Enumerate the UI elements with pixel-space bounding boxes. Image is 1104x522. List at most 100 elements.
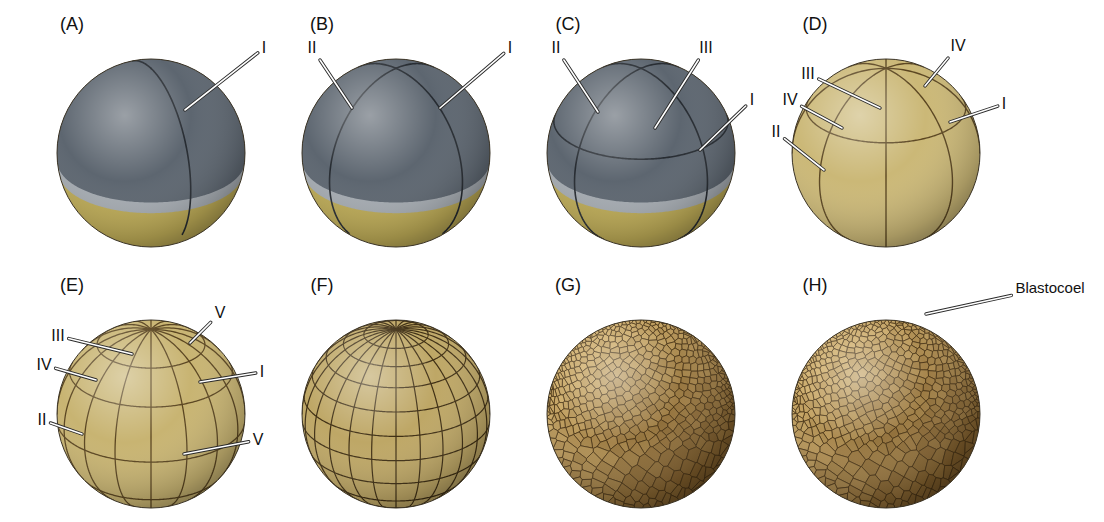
leader-line xyxy=(69,339,132,354)
embryo-sphere xyxy=(535,47,747,247)
blastomere xyxy=(710,322,738,357)
cleavage-number: III xyxy=(51,328,64,344)
cleavage-number: I xyxy=(1002,96,1006,112)
cleavage-number: I xyxy=(508,40,512,56)
embryo-surface xyxy=(57,320,245,508)
sphere-shading xyxy=(547,59,735,247)
stage-letter: (G) xyxy=(555,276,581,294)
sphere-outline xyxy=(792,320,980,508)
cleavage-number: II xyxy=(772,124,781,140)
blastomere xyxy=(945,317,982,348)
sphere-shading xyxy=(792,59,980,247)
leader-line xyxy=(320,60,352,108)
cleavage-number: V xyxy=(215,305,226,321)
leader-line-edge xyxy=(69,339,132,354)
blastomere xyxy=(959,339,983,360)
sphere-shading xyxy=(547,320,735,508)
blastomere xyxy=(798,317,827,344)
cleavage-number: IV xyxy=(36,357,51,373)
leader-line xyxy=(440,53,504,108)
leader-line xyxy=(56,368,96,380)
cleavage-number: III xyxy=(801,66,814,82)
leader-line xyxy=(950,106,998,122)
leader-line-edge xyxy=(56,368,96,380)
leader-line xyxy=(819,79,880,108)
blastomere xyxy=(544,345,565,366)
vegetal-hemisphere xyxy=(547,59,735,247)
leader-line xyxy=(802,106,842,128)
blastomere xyxy=(544,317,575,351)
stage-letter: (F) xyxy=(311,276,334,294)
blastomere xyxy=(544,329,569,359)
embryo-sphere xyxy=(57,320,245,508)
leader-line-edge xyxy=(802,106,842,128)
cleavage-number: III xyxy=(699,40,712,56)
leader-line xyxy=(190,322,211,343)
blastomere xyxy=(715,340,738,362)
leader-line-edge xyxy=(50,423,82,434)
blastomere xyxy=(701,317,734,347)
leader-line xyxy=(185,53,258,110)
cleavage-number: I xyxy=(260,364,264,380)
stage-letter: (E) xyxy=(60,276,84,294)
leader-line-edge xyxy=(200,373,256,382)
leader-line xyxy=(564,60,598,112)
blastomere xyxy=(569,317,590,338)
leader-line-edge xyxy=(700,106,746,150)
embryo-surface xyxy=(547,320,735,508)
leader-line xyxy=(200,373,256,382)
leader-line-edge xyxy=(320,60,352,108)
sphere-shading xyxy=(792,320,980,508)
stage-letter: (A) xyxy=(60,15,84,33)
leader-line xyxy=(926,295,1011,314)
cleavage-number: I xyxy=(750,92,754,108)
cleavage-number: IV xyxy=(950,38,965,54)
cleavage-number: I xyxy=(262,40,266,56)
cleavage-number: II xyxy=(308,40,317,56)
leader-line-edge xyxy=(925,58,948,86)
embryo-sphere xyxy=(544,317,738,511)
embryo-sphere xyxy=(302,320,490,508)
blastomere xyxy=(789,317,822,350)
leader-line xyxy=(184,442,249,454)
stage-letter: (C) xyxy=(556,15,581,33)
embryo-sphere xyxy=(789,281,983,511)
leader-line-edge xyxy=(950,106,998,122)
leader-line-edge xyxy=(926,295,1011,314)
sphere-outline xyxy=(547,320,735,508)
cleavage-number: V xyxy=(253,432,264,448)
embryo-surface xyxy=(792,320,980,508)
embryo-sphere xyxy=(290,47,502,247)
leader-line xyxy=(925,58,948,86)
leader-line-edge xyxy=(190,322,211,343)
blastomere xyxy=(554,317,583,344)
leader-line-edge xyxy=(564,60,598,112)
embryo-sphere xyxy=(45,47,257,247)
sphere-outline xyxy=(792,59,980,247)
stage-letter: (D) xyxy=(803,15,828,33)
sphere-shading xyxy=(57,320,245,508)
sphere-outline xyxy=(302,320,490,508)
blastocoel-cavity xyxy=(858,287,939,314)
stage-letter: (H) xyxy=(803,276,828,294)
blastomere xyxy=(704,317,738,351)
cleavage-number: II xyxy=(38,412,47,428)
leader-line-edge xyxy=(819,79,880,108)
blastomere xyxy=(547,332,572,357)
blastomere xyxy=(789,328,814,358)
embryo-surface xyxy=(792,59,980,247)
leader-line-edge xyxy=(185,53,258,110)
leader-line xyxy=(784,139,824,170)
leader-line-edge xyxy=(784,139,824,170)
leader-line-edge xyxy=(184,442,249,454)
sphere-shading xyxy=(302,320,490,508)
cleavage-number: IV xyxy=(782,92,797,108)
embryo-sphere xyxy=(792,59,980,247)
leader-line-edge xyxy=(655,60,698,128)
blastomere xyxy=(954,322,983,355)
stage-letter: (B) xyxy=(310,15,334,33)
leader-line xyxy=(655,60,698,128)
blastomere xyxy=(951,317,983,354)
